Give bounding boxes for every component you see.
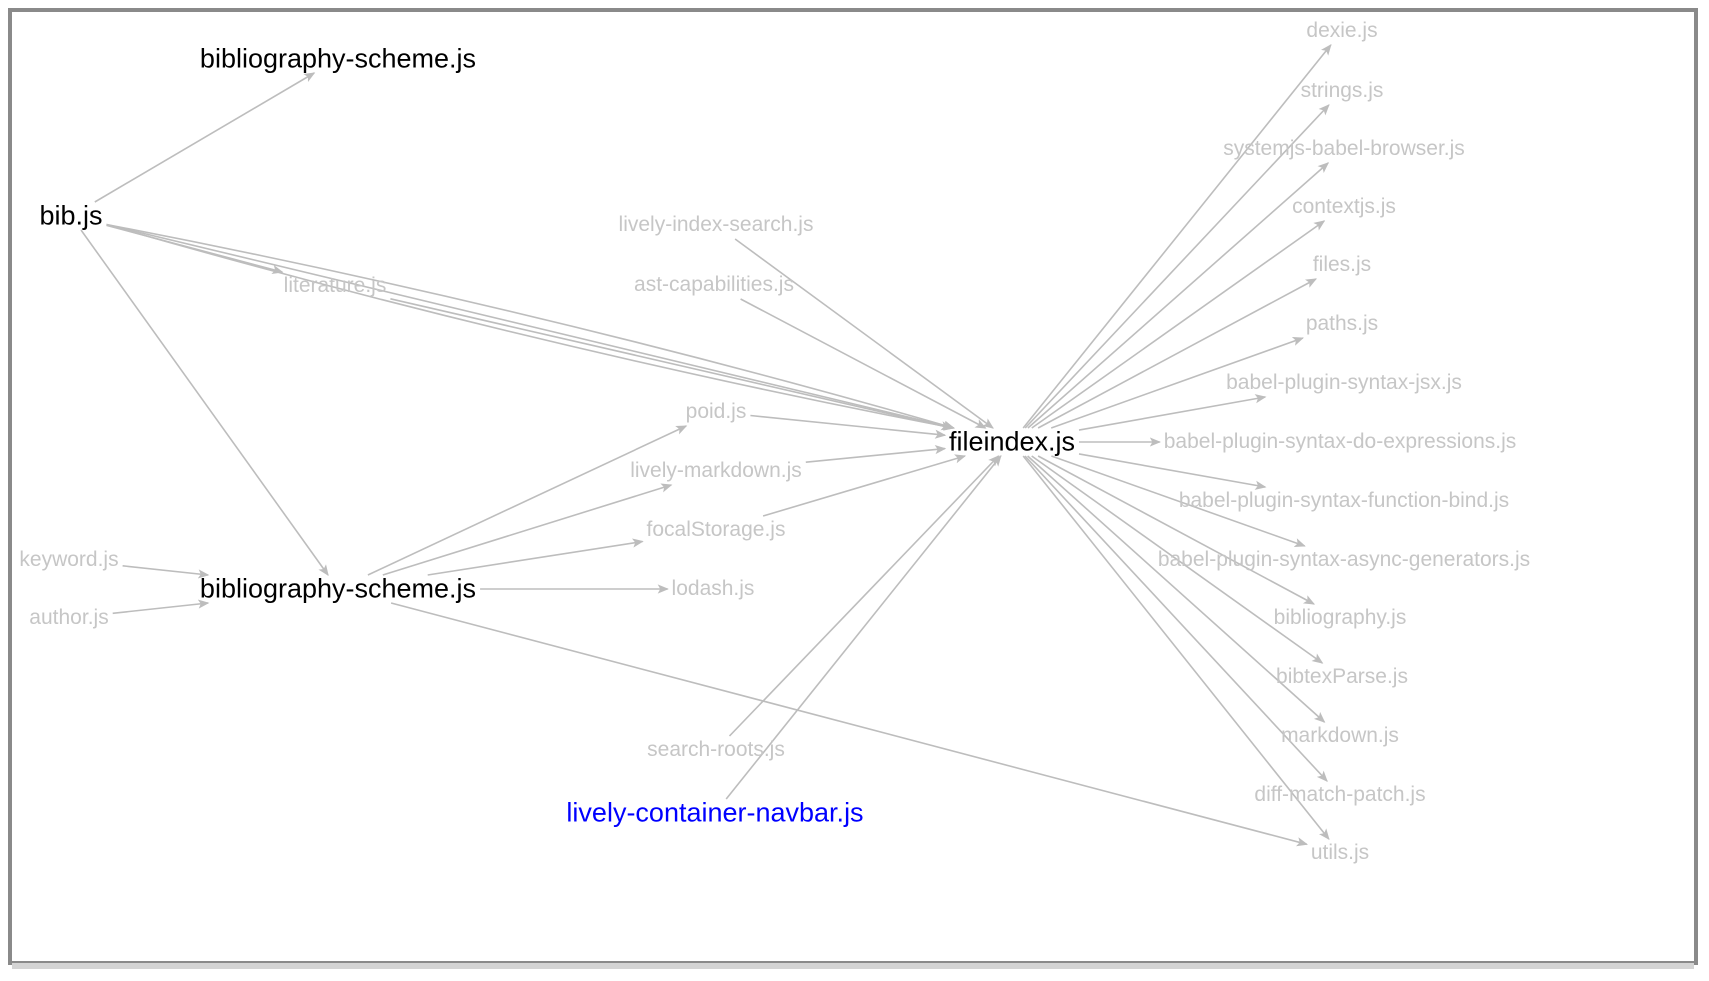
graph-node-babel-function-bind[interactable]: babel-plugin-syntax-function-bind.js bbox=[1178, 489, 1510, 512]
graph-node-lively-container-navbar[interactable]: lively-container-navbar.js bbox=[566, 797, 864, 828]
graph-node-literature[interactable]: literature.js bbox=[283, 274, 387, 297]
graph-node-fileindex[interactable]: fileindex.js bbox=[948, 426, 1076, 457]
graph-node-systemjs-babel-browser[interactable]: systemjs-babel-browser.js bbox=[1223, 137, 1465, 160]
graph-node-bibtexParse[interactable]: bibtexParse.js bbox=[1276, 665, 1408, 688]
graph-node-lodash[interactable]: lodash.js bbox=[671, 577, 755, 600]
graph-node-dexie[interactable]: dexie.js bbox=[1306, 19, 1378, 42]
graph-node-diff-match-patch[interactable]: diff-match-patch.js bbox=[1254, 783, 1426, 806]
graph-node-strings[interactable]: strings.js bbox=[1300, 79, 1384, 102]
graph-node-bib[interactable]: bib.js bbox=[39, 200, 103, 231]
graph-node-bibliography-scheme-mid[interactable]: bibliography-scheme.js bbox=[199, 573, 477, 604]
graph-node-lively-markdown[interactable]: lively-markdown.js bbox=[630, 459, 802, 482]
graph-node-markdown[interactable]: markdown.js bbox=[1281, 724, 1399, 747]
clipped-header-text bbox=[0, 0, 1709, 8]
graph-node-babel-async-generators[interactable]: babel-plugin-syntax-async-generators.js bbox=[1157, 548, 1531, 571]
graph-node-bibliography[interactable]: bibliography.js bbox=[1273, 606, 1407, 629]
graph-node-files[interactable]: files.js bbox=[1312, 253, 1372, 276]
graph-node-search-roots[interactable]: search-roots.js bbox=[647, 738, 785, 761]
graph-node-babel-do-expressions[interactable]: babel-plugin-syntax-do-expressions.js bbox=[1163, 430, 1517, 453]
graph-node-author[interactable]: author.js bbox=[29, 606, 109, 629]
graph-node-utils[interactable]: utils.js bbox=[1310, 841, 1370, 864]
graph-node-lively-index-search[interactable]: lively-index-search.js bbox=[618, 213, 814, 236]
graph-node-focalStorage[interactable]: focalStorage.js bbox=[646, 518, 786, 541]
graph-node-bibliography-scheme-top[interactable]: bibliography-scheme.js bbox=[199, 43, 477, 74]
graph-node-babel-jsx[interactable]: babel-plugin-syntax-jsx.js bbox=[1226, 371, 1462, 394]
graph-node-poid[interactable]: poid.js bbox=[685, 400, 747, 423]
graph-node-ast-capabilities[interactable]: ast-capabilities.js bbox=[634, 273, 794, 296]
graph-node-contextjs[interactable]: contextjs.js bbox=[1292, 195, 1396, 218]
graph-node-paths[interactable]: paths.js bbox=[1305, 312, 1379, 335]
graph-node-keyword[interactable]: keyword.js bbox=[19, 548, 119, 571]
